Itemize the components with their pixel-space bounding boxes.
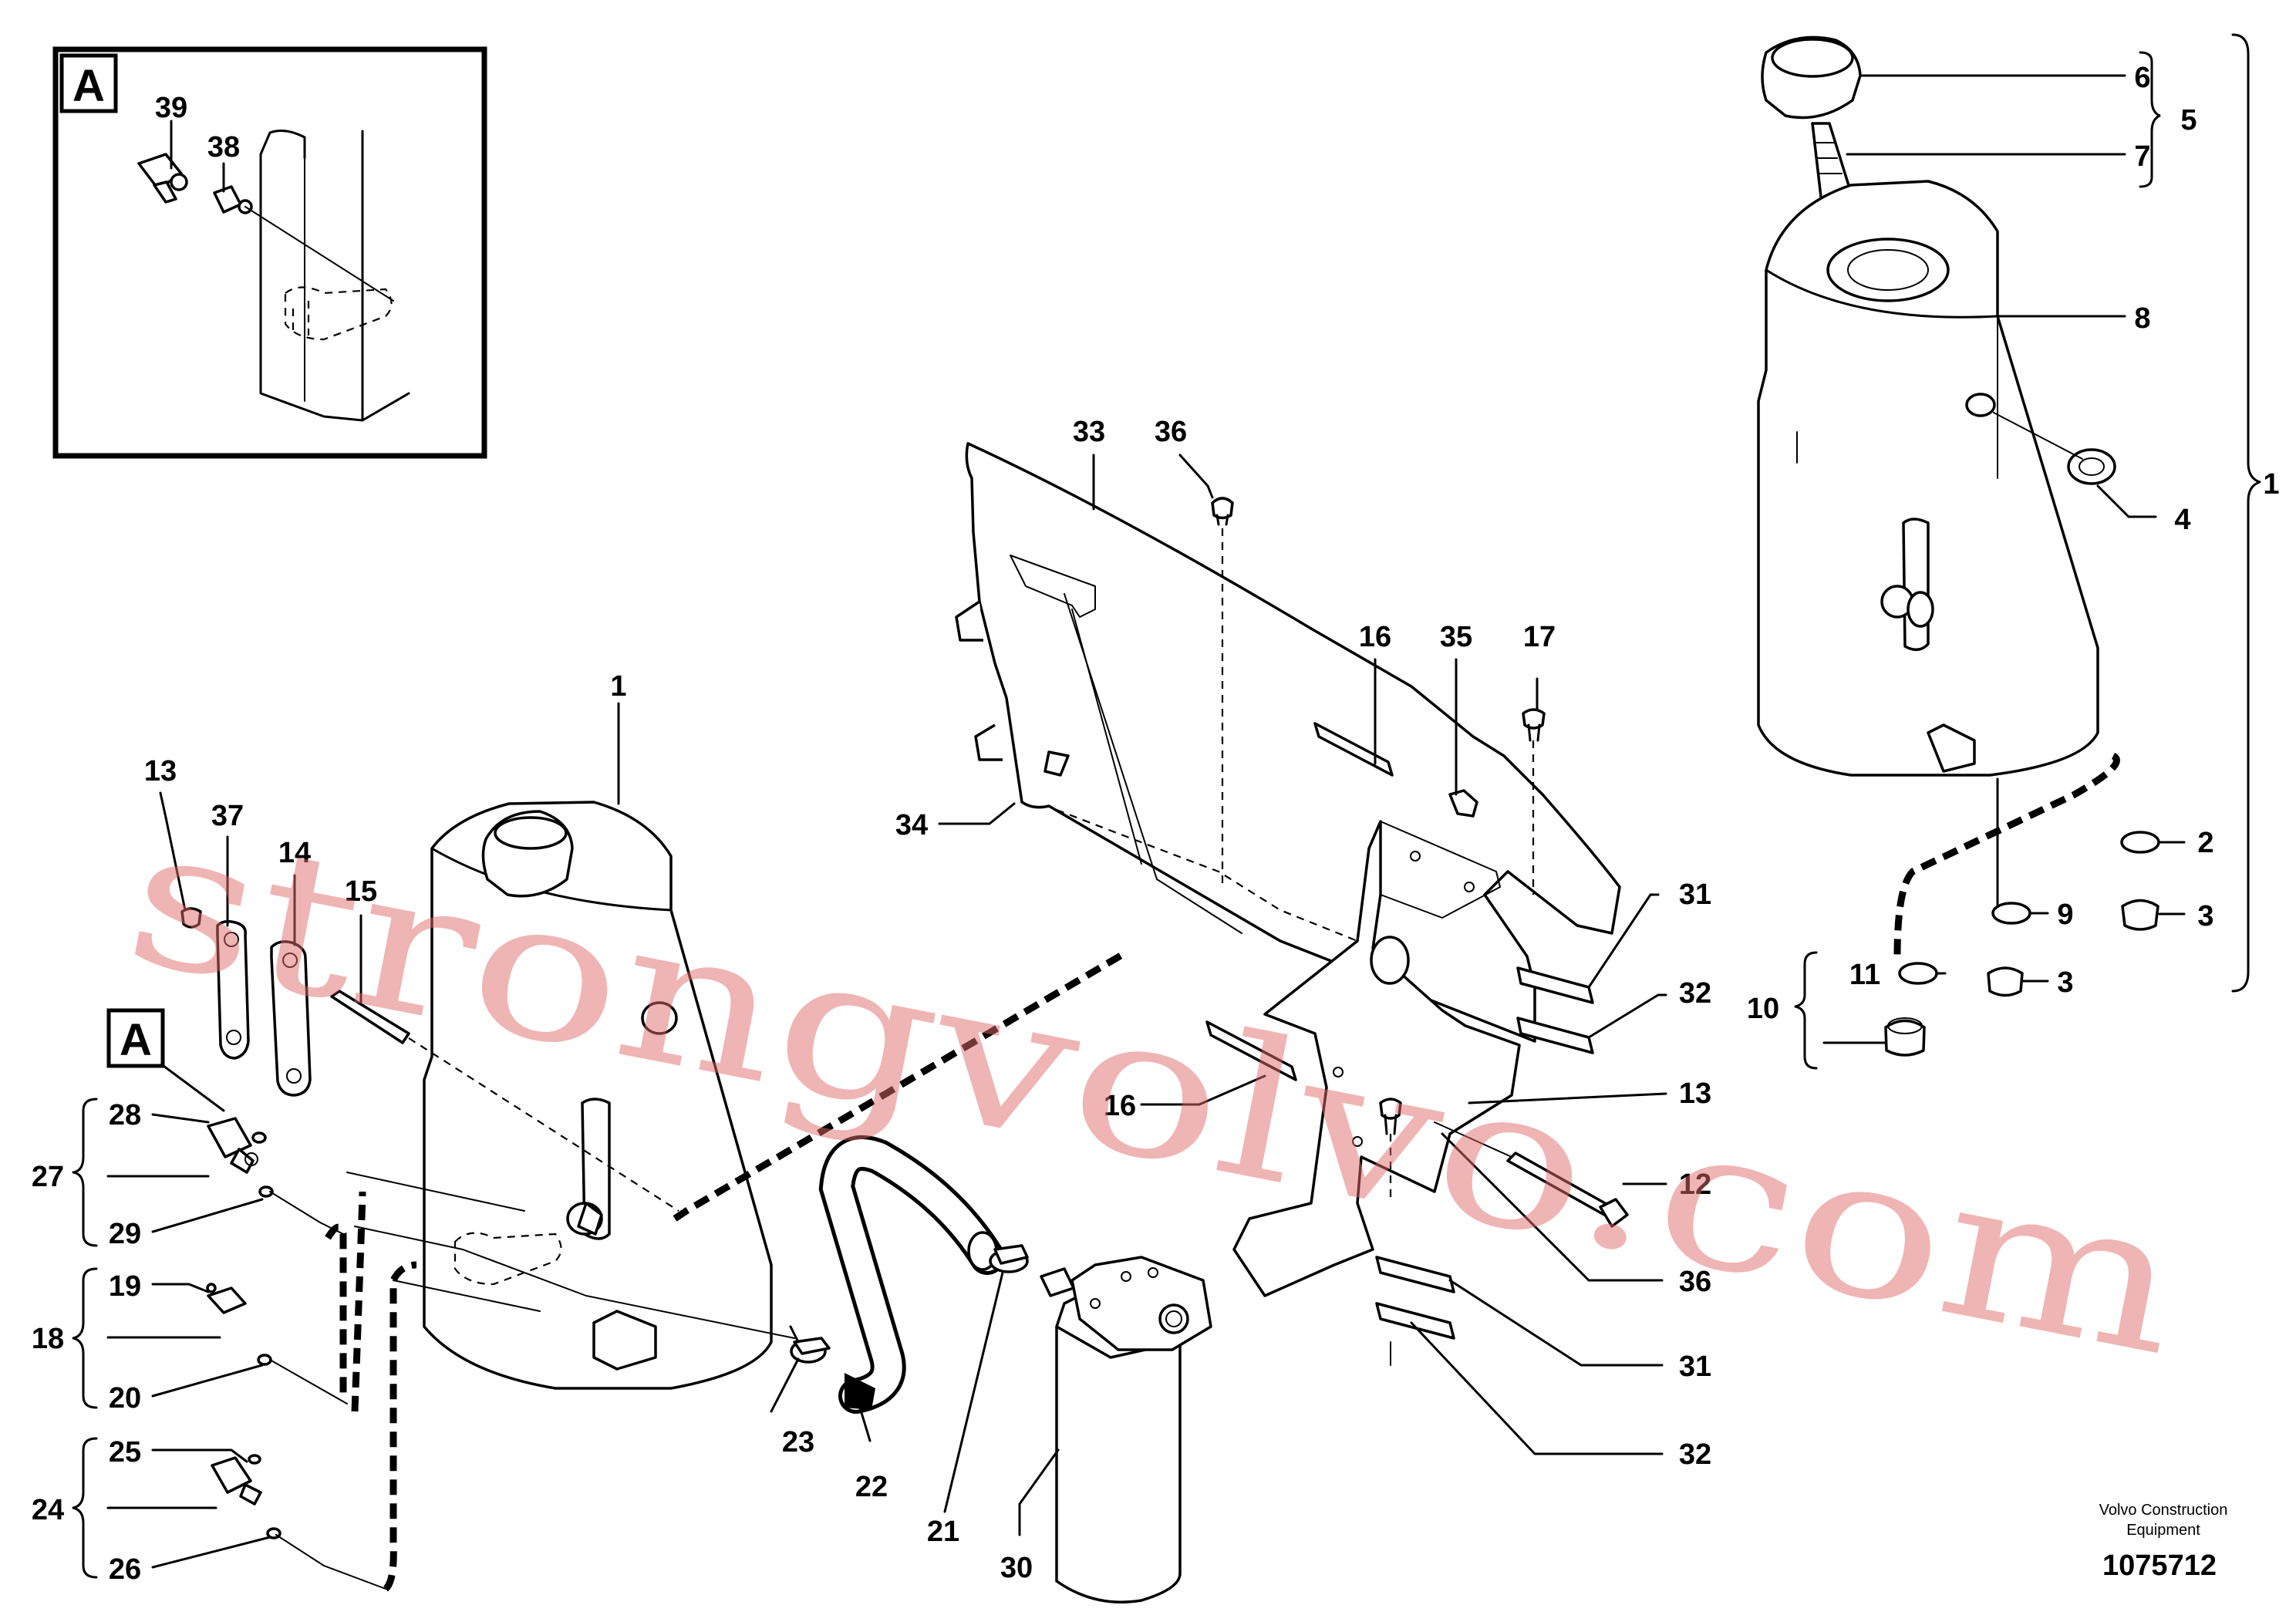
company-name-line1: Volvo Construction [2099, 1502, 2228, 1519]
callout-34: 34 [895, 809, 928, 841]
drawing-footer: Volvo Construction Equipment 1075712 [2099, 1502, 2228, 1582]
filter-and-hose: 23 22 21 30 [770, 1135, 1212, 1603]
callout-9: 9 [2057, 899, 2073, 931]
callout-31-bottom: 31 [1679, 1351, 1711, 1383]
callout-2: 2 [2197, 827, 2213, 859]
callout-14: 14 [278, 837, 311, 869]
callout-35: 35 [1440, 621, 1472, 653]
callout-5: 5 [2180, 104, 2197, 137]
callout-1-tank: 1 [610, 670, 626, 703]
tank-assembly-left: A 1 13 37 14 15 [32, 670, 1128, 1592]
callout-28: 28 [109, 1099, 141, 1131]
detail-view-label: A [72, 61, 105, 111]
callout-38: 38 [207, 131, 240, 164]
callout-37: 37 [211, 800, 244, 832]
callout-17: 17 [1523, 621, 1556, 653]
callout-32-bottom: 32 [1679, 1438, 1711, 1471]
callout-3b: 3 [2057, 966, 2073, 999]
callout-7: 7 [2134, 140, 2150, 173]
detail-ref-label: A [120, 1015, 152, 1065]
callout-13-right: 13 [1679, 1077, 1711, 1110]
callout-36-bottom: 36 [1679, 1266, 1711, 1298]
callout-30: 30 [1000, 1552, 1033, 1584]
callout-23: 23 [782, 1426, 814, 1458]
callout-32-top: 32 [1679, 977, 1711, 1010]
callout-39: 39 [155, 92, 187, 124]
callout-25: 25 [109, 1436, 141, 1469]
callout-26: 26 [109, 1553, 141, 1586]
callout-12: 12 [1679, 1168, 1711, 1201]
bracket-assembly: 33 36 16 35 17 34 31 32 13 16 12 36 31 3… [895, 416, 1711, 1471]
callout-6: 6 [2134, 62, 2150, 94]
callout-22: 22 [855, 1471, 888, 1503]
callout-4: 4 [2174, 504, 2190, 536]
company-name-line2: Equipment [2126, 1522, 2200, 1539]
callout-33: 33 [1073, 416, 1105, 448]
callout-16-bottom: 16 [1104, 1090, 1136, 1122]
drawing-number: 1075712 [2102, 1549, 2217, 1582]
callout-8: 8 [2134, 302, 2150, 335]
callout-31-top: 31 [1679, 878, 1711, 911]
callout-18: 18 [32, 1323, 64, 1355]
callout-27: 27 [32, 1161, 64, 1193]
detail-view-a: A 39 38 [52, 46, 487, 459]
callout-3a: 3 [2197, 900, 2213, 932]
callout-11: 11 [1849, 959, 1880, 991]
tank-assembly-right: 6 5 7 8 4 1 2 9 3 3 11 10 [1747, 33, 2280, 1070]
callout-19: 19 [109, 1270, 141, 1303]
callout-21: 21 [927, 1516, 959, 1548]
callout-10: 10 [1747, 993, 1779, 1025]
callout-29: 29 [109, 1218, 141, 1250]
callout-36-top: 36 [1155, 416, 1187, 448]
callout-13-left: 13 [144, 755, 177, 787]
callout-16-top: 16 [1359, 621, 1391, 653]
callout-1-right: 1 [2263, 468, 2279, 501]
callout-24: 24 [32, 1494, 64, 1526]
callout-20: 20 [109, 1382, 141, 1415]
callout-15: 15 [345, 875, 377, 908]
